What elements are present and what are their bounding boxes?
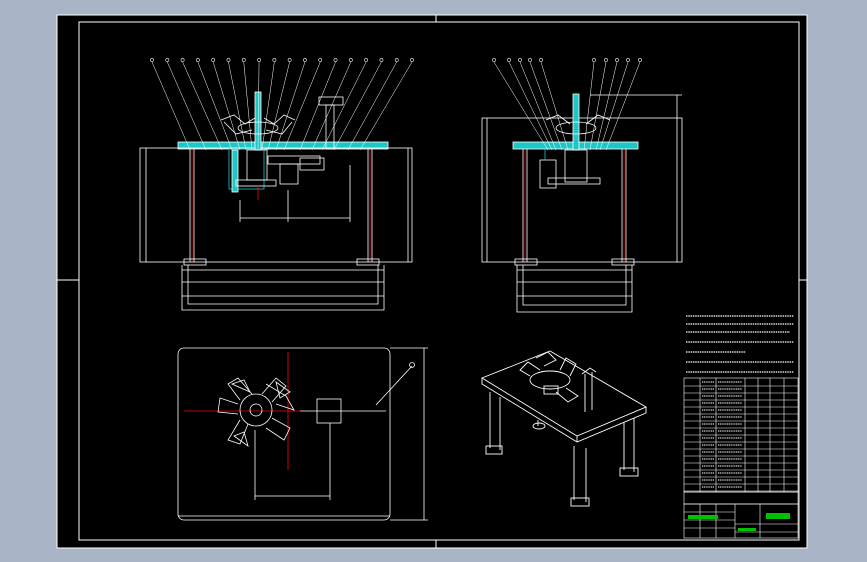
front-leader-line [182, 61, 223, 151]
front-balloon [195, 58, 200, 62]
title-block [683, 503, 799, 539]
side-leader-line [529, 61, 563, 151]
notes-lines [686, 315, 794, 373]
front-balloon [241, 58, 246, 62]
side-balloon [492, 58, 496, 62]
front-leader-line [261, 61, 275, 151]
side-leader-line [595, 61, 618, 151]
front-view [139, 91, 413, 311]
front-leader-line [267, 61, 290, 151]
side-balloon [507, 58, 511, 62]
front-view-balloons [150, 58, 414, 151]
side-balloon [638, 58, 642, 62]
side-view-balloons [492, 58, 642, 151]
front-balloon [287, 58, 292, 62]
side-leader-line [605, 61, 641, 151]
front-leader-line [275, 61, 306, 151]
top-view [177, 347, 428, 521]
side-leader-line [493, 61, 549, 151]
front-balloon [318, 58, 323, 62]
front-leader-line [197, 61, 233, 151]
front-balloon [303, 58, 307, 62]
drawing-frame [78, 21, 800, 541]
front-balloon [348, 58, 353, 62]
front-balloon [257, 58, 261, 62]
side-leader-line [519, 61, 557, 151]
front-fixture-body [228, 148, 265, 190]
front-leader-line [299, 61, 336, 151]
iso-fixture [519, 351, 597, 412]
front-table-top [177, 141, 389, 150]
front-leader-line [283, 61, 321, 151]
top-fixture-star [217, 377, 295, 447]
front-balloon [165, 58, 170, 62]
front-balloon [180, 58, 185, 62]
front-leader-line [243, 61, 253, 151]
side-balloon [604, 58, 608, 62]
front-balloon [410, 58, 414, 62]
front-leader-line [333, 61, 382, 151]
front-balloon [379, 58, 384, 62]
front-leader-line [257, 61, 260, 151]
front-leader-line [321, 61, 367, 151]
side-view [481, 93, 683, 313]
side-balloon [539, 58, 543, 62]
front-balloon [394, 58, 399, 62]
side-balloon [592, 58, 596, 62]
parts-list [683, 377, 799, 505]
front-leader-line [311, 61, 352, 151]
front-leader-line [212, 61, 241, 151]
parts-list-entries [702, 381, 742, 488]
front-balloon [226, 58, 231, 62]
front-balloon [364, 58, 369, 62]
front-leader-line [359, 61, 413, 151]
side-leader-line [583, 61, 595, 151]
front-leader-line [151, 61, 191, 151]
front-leader-line [167, 61, 207, 151]
front-balloon [211, 58, 216, 62]
technical-notes [686, 315, 794, 373]
side-balloon [615, 58, 619, 62]
front-balloon [272, 58, 277, 62]
side-leader-line [540, 61, 569, 151]
iso-legs [485, 392, 639, 507]
side-balloon [626, 58, 630, 62]
side-balloon [528, 58, 532, 62]
side-leader-line [589, 61, 607, 151]
front-balloon [333, 58, 338, 62]
parts-list-rows [684, 385, 798, 492]
isometric-view [480, 350, 648, 507]
side-leader-line [599, 61, 629, 151]
drawing-sheet [56, 14, 808, 549]
top-table-outline [177, 347, 391, 521]
front-balloon [150, 58, 154, 62]
front-leader-line [228, 61, 247, 151]
side-leader-line [508, 61, 553, 151]
side-balloon [518, 58, 522, 62]
front-leader-line [347, 61, 397, 151]
